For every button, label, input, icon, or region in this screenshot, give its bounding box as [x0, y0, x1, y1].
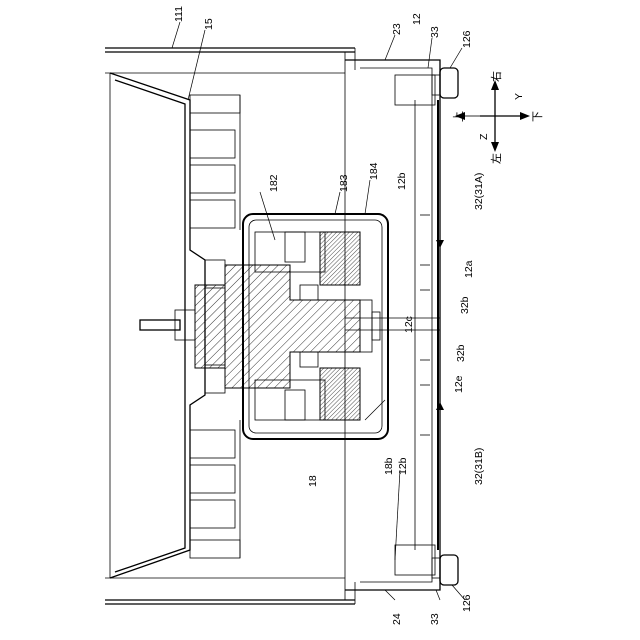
label-18b: 18b: [383, 457, 395, 475]
label-32b-a: 32b: [459, 296, 471, 314]
label-12b-top: 12b: [396, 172, 408, 190]
label-184: 184: [368, 162, 380, 180]
axis-label-left: 左: [490, 153, 503, 164]
axis-label-z: Z: [478, 133, 490, 140]
label-24: 24: [391, 613, 403, 625]
label-32b-b: 32b: [455, 344, 467, 362]
label-12b-bottom: 12b: [397, 457, 409, 475]
label-12a: 12a: [463, 260, 475, 278]
direction-axes: [455, 80, 530, 152]
axis-labels: 右 上 Y Z 下 左: [452, 71, 544, 164]
label-18: 18: [307, 475, 319, 487]
label-12: 12: [411, 13, 423, 25]
label-23: 23: [391, 23, 403, 35]
axis-label-up: 上: [452, 111, 465, 122]
label-182: 182: [268, 174, 280, 192]
axis-label-y: Y: [513, 93, 525, 100]
axis-label-down: 下: [531, 111, 544, 122]
label-32-31a: 32(31A): [473, 173, 485, 210]
label-12e: 12e: [453, 375, 465, 393]
label-32-31b: 32(31B): [473, 448, 485, 485]
label-126-top: 126: [461, 30, 473, 48]
axis-label-right: 右: [489, 71, 503, 82]
feet-126: [432, 68, 458, 585]
label-126-bottom: 126: [461, 594, 473, 612]
label-183: 183: [338, 174, 350, 192]
label-33-bottom: 33: [429, 613, 441, 625]
label-111: 111: [173, 6, 185, 22]
label-33-top: 33: [429, 26, 441, 38]
label-15: 15: [203, 18, 215, 30]
label-12c: 12c: [403, 316, 415, 333]
